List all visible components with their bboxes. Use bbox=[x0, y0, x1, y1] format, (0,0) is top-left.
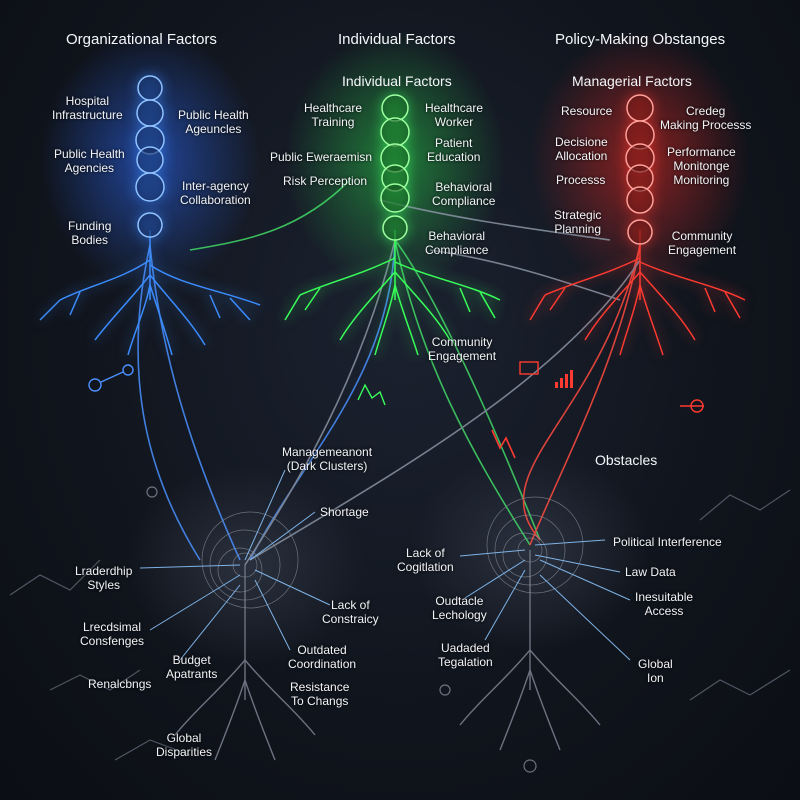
left-cluster-tree bbox=[174, 565, 316, 761]
label-lack-of-coordination: Lack of Cogitlation bbox=[397, 546, 454, 574]
label-outdated-coordination: Outdated Coordination bbox=[288, 643, 357, 671]
screen-icon bbox=[519, 361, 539, 375]
label-resource: Resource bbox=[561, 104, 613, 118]
connector-lines bbox=[137, 179, 641, 566]
label-outdated-technology: Oudtacle Lechology bbox=[432, 594, 487, 622]
gear-icon bbox=[146, 486, 537, 773]
right-cluster-tree bbox=[459, 550, 601, 751]
blue-tree-roots bbox=[39, 230, 261, 356]
subheader-individual-factors: Individual Factors bbox=[342, 73, 452, 89]
label-strategic-planning: Strategic Planning bbox=[554, 208, 602, 236]
blue-node-stack bbox=[135, 75, 165, 238]
header-organizational-factors: Organizational Factors bbox=[66, 31, 217, 48]
label-risk-perception: Risk Perception bbox=[283, 174, 368, 188]
red-node-stack bbox=[625, 94, 655, 245]
link-icon bbox=[88, 364, 134, 392]
label-renalcbngs: Renalcbngs bbox=[88, 677, 152, 691]
label-outdated-regulation: Uadaded Tegalation bbox=[438, 641, 493, 669]
label-inter-agency-collaboration: Inter-agency Collaboration bbox=[180, 179, 251, 207]
label-funding-bodies: Funding Bodies bbox=[68, 219, 112, 247]
label-inequitable-access: Inesuitable Access bbox=[635, 590, 694, 618]
bar-chart-icon bbox=[555, 370, 573, 388]
label-political-interference: Political Interference bbox=[613, 535, 722, 549]
label-lack-of-consistency: Lack of Constraicy bbox=[322, 598, 379, 626]
label-resistance-to-change: Resistance To Changs bbox=[290, 680, 350, 708]
hand-icon bbox=[357, 383, 386, 406]
label-global-ion: Global Ion bbox=[638, 657, 673, 685]
label-community-engagement-green: Community Engagement bbox=[428, 335, 497, 363]
label-budget-constraints: Budget Apatrants bbox=[166, 653, 218, 681]
label-behavioral-compliance-1: Behavioral Compliance bbox=[432, 180, 496, 208]
lightning-icon bbox=[491, 429, 516, 459]
label-healthcare-training: Healthcare Training bbox=[304, 101, 363, 129]
header-individual-factors: Individual Factors bbox=[338, 31, 456, 48]
label-public-health-agencies-2: Public Health Agencies bbox=[54, 147, 125, 175]
label-healthcare-worker: Healthcare Worker bbox=[425, 101, 484, 129]
label-patient-education: Patient Education bbox=[427, 136, 481, 164]
target-icon bbox=[680, 399, 704, 413]
label-decision-allocation: Decisione Allocation bbox=[555, 135, 608, 163]
red-tree-roots bbox=[529, 230, 746, 356]
green-tree-roots bbox=[284, 230, 501, 356]
header-policy-making-obstacles: Policy-Making Obstanges bbox=[555, 31, 726, 48]
subheader-managerial-factors: Managerial Factors bbox=[572, 73, 692, 89]
label-law-data: Law Data bbox=[625, 565, 676, 579]
label-process: Processs bbox=[556, 173, 606, 187]
label-performance-monitoring: Performance Monitonge Monitoring bbox=[667, 145, 736, 187]
label-legislation-challenges: Lrecdsimal Consfenges bbox=[80, 620, 145, 648]
label-global-disparities: Global Disparities bbox=[156, 731, 213, 759]
left-cluster-pointers bbox=[139, 469, 331, 661]
right-cluster-pointers bbox=[459, 539, 631, 661]
label-leadership-styles: Lraderdhip Styles bbox=[75, 564, 133, 592]
label-public-awareness: Public Eweraemisn bbox=[270, 150, 373, 164]
right-cluster-tangle bbox=[486, 496, 584, 594]
left-cluster-tangle bbox=[201, 511, 299, 609]
label-credential-making-process: Credeg Making Processs bbox=[660, 104, 752, 132]
label-behavioral-compliance-2: Behavioral Compliance bbox=[425, 229, 489, 257]
edge-lines bbox=[9, 489, 791, 761]
green-node-stack bbox=[380, 94, 410, 241]
label-hospital-infrastructure: Hospital Infrastructure bbox=[52, 94, 123, 122]
label-shortage: Shortage bbox=[320, 505, 369, 519]
label-public-health-agencies-1: Public Health Ageuncles bbox=[178, 108, 249, 136]
label-management-dark-clusters: Managemeanont (Dark Clusters) bbox=[282, 445, 373, 473]
label-community-engagement-red: Community Engagement bbox=[668, 229, 737, 257]
subheader-obstacles: Obstacles bbox=[595, 452, 658, 468]
